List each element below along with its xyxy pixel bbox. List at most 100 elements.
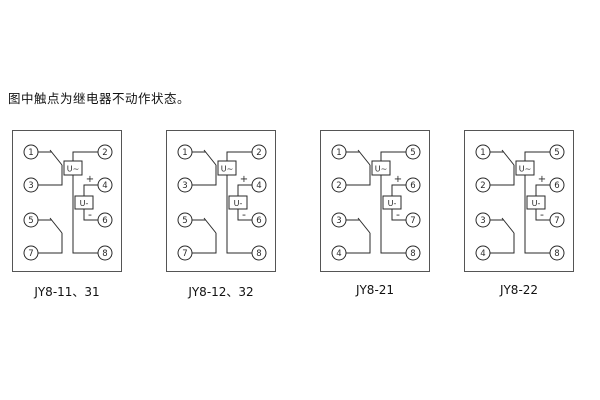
wire — [391, 209, 406, 221]
minus-sign: - — [88, 208, 92, 221]
wire — [203, 217, 217, 234]
dc-source-label: U- — [80, 199, 89, 208]
terminal-number: 8 — [256, 249, 261, 259]
plus-sign: + — [394, 174, 402, 185]
caption-text: 图中触点为继电器不动作状态。 — [8, 91, 191, 106]
ac-source-box — [63, 160, 83, 176]
terminal-number: 6 — [410, 181, 415, 191]
terminal-circle — [405, 144, 421, 160]
terminal-circle — [549, 212, 565, 228]
terminal-circle — [405, 212, 421, 228]
ac-source-label: U~ — [375, 165, 388, 174]
terminal-circle — [23, 144, 39, 160]
wire — [524, 175, 550, 254]
panel-label-jy8-22: JY8-22 — [499, 283, 539, 297]
terminal-circle — [331, 177, 347, 193]
ac-source-label: U~ — [519, 165, 532, 174]
terminal-number: 3 — [336, 216, 341, 226]
terminal-circle — [177, 212, 193, 228]
terminal-number: 5 — [182, 216, 187, 226]
wire — [38, 233, 63, 254]
ac-source-box — [371, 160, 391, 176]
terminal-circle — [475, 144, 491, 160]
terminal-circle — [475, 212, 491, 228]
terminal-circle — [23, 212, 39, 228]
terminal-circle — [549, 144, 565, 160]
wire — [346, 165, 371, 186]
minus-sign: - — [540, 208, 544, 221]
terminal-number: 5 — [554, 148, 559, 158]
terminal-circle — [251, 177, 267, 193]
terminal-number: 3 — [182, 181, 187, 191]
terminal-circle — [331, 144, 347, 160]
wire — [380, 175, 406, 254]
terminal-circle — [97, 245, 113, 261]
wire — [501, 217, 515, 234]
dc-source-box — [74, 195, 94, 210]
ac-source-label: U~ — [67, 165, 80, 174]
wire — [192, 233, 217, 254]
terminal-circle — [97, 144, 113, 160]
terminal-circle — [251, 245, 267, 261]
terminal-number: 4 — [256, 181, 261, 191]
wire — [226, 175, 252, 254]
terminal-number: 7 — [410, 216, 415, 226]
dc-source-label: U- — [532, 199, 541, 208]
terminal-number: 3 — [28, 181, 33, 191]
minus-sign: - — [396, 208, 400, 221]
wire — [490, 165, 515, 186]
terminal-number: 4 — [102, 181, 107, 191]
wire — [226, 151, 252, 161]
terminal-circle — [405, 177, 421, 193]
panel-label-jy8-11-31: JY8-11、31 — [34, 285, 100, 299]
terminal-circle — [405, 245, 421, 261]
wire — [192, 165, 217, 186]
terminal-number: 2 — [480, 181, 485, 191]
panel-label-jy8-12-32: JY8-12、32 — [188, 285, 254, 299]
wire — [524, 151, 550, 161]
terminal-number: 1 — [182, 148, 187, 158]
minus-sign: - — [242, 208, 246, 221]
panel-label-jy8-21: JY8-21 — [355, 283, 395, 297]
plus-sign: + — [538, 174, 546, 185]
wire — [83, 184, 98, 196]
wire — [203, 149, 217, 166]
terminal-circle — [549, 245, 565, 261]
terminal-circle — [97, 177, 113, 193]
terminal-number: 2 — [336, 181, 341, 191]
terminal-number: 1 — [28, 148, 33, 158]
ac-source-label: U~ — [221, 165, 234, 174]
terminal-number: 6 — [102, 216, 107, 226]
terminal-circle — [549, 177, 565, 193]
terminal-circle — [177, 245, 193, 261]
terminal-number: 7 — [28, 249, 33, 259]
wire — [346, 233, 371, 254]
terminal-circle — [331, 212, 347, 228]
terminal-number: 8 — [410, 249, 415, 259]
terminal-circle — [475, 245, 491, 261]
ac-source-box — [217, 160, 237, 176]
wire — [49, 217, 63, 234]
terminal-number: 8 — [554, 249, 559, 259]
terminal-number: 2 — [256, 148, 261, 158]
ac-source-box — [515, 160, 535, 176]
dc-source-box — [228, 195, 248, 210]
terminal-number: 5 — [28, 216, 33, 226]
terminal-circle — [475, 177, 491, 193]
wire — [501, 149, 515, 166]
terminal-number: 5 — [410, 148, 415, 158]
terminal-number: 2 — [102, 148, 107, 158]
wire — [237, 184, 252, 196]
wire — [38, 165, 63, 186]
wire — [357, 149, 371, 166]
terminal-number: 1 — [480, 148, 485, 158]
terminal-number: 6 — [554, 181, 559, 191]
